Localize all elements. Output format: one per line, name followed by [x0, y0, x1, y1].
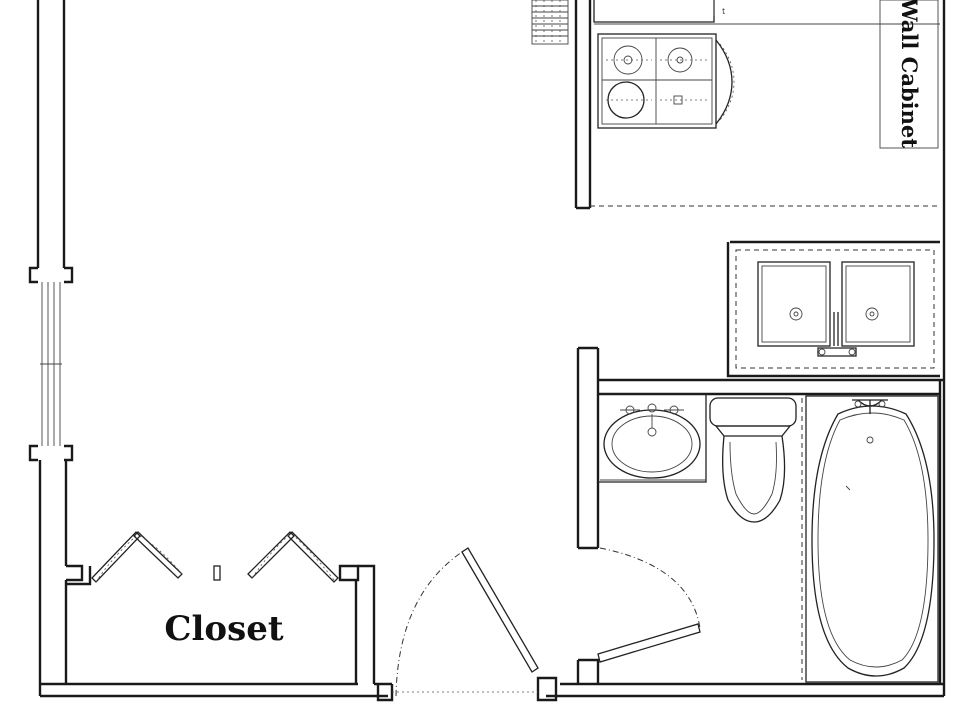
kitchen-sink — [726, 240, 940, 378]
stove — [597, 33, 735, 129]
left-exterior-wall — [28, 0, 74, 696]
bathtub — [801, 395, 939, 683]
toilet — [709, 397, 797, 523]
left-window — [40, 282, 62, 446]
counter-mark: t — [722, 7, 726, 16]
bathroom-vanity — [598, 393, 707, 483]
right-exterior-wall — [938, 0, 946, 696]
closet-label: Closet — [164, 609, 283, 649]
bathroom-sink — [603, 403, 701, 479]
kitchen-counter: t — [590, 0, 940, 207]
wall-cabinet: Wall Cabinet — [879, 0, 939, 149]
kitchen-partition-wall — [574, 0, 940, 210]
bathroom-door — [597, 547, 701, 663]
radiator — [531, 0, 569, 45]
closet-bifold-doors — [91, 531, 339, 583]
bottom-exterior-wall — [40, 676, 944, 702]
wall-cabinet-label: Wall Cabinet — [897, 0, 922, 148]
entry-door — [392, 547, 539, 697]
closet — [64, 564, 392, 686]
